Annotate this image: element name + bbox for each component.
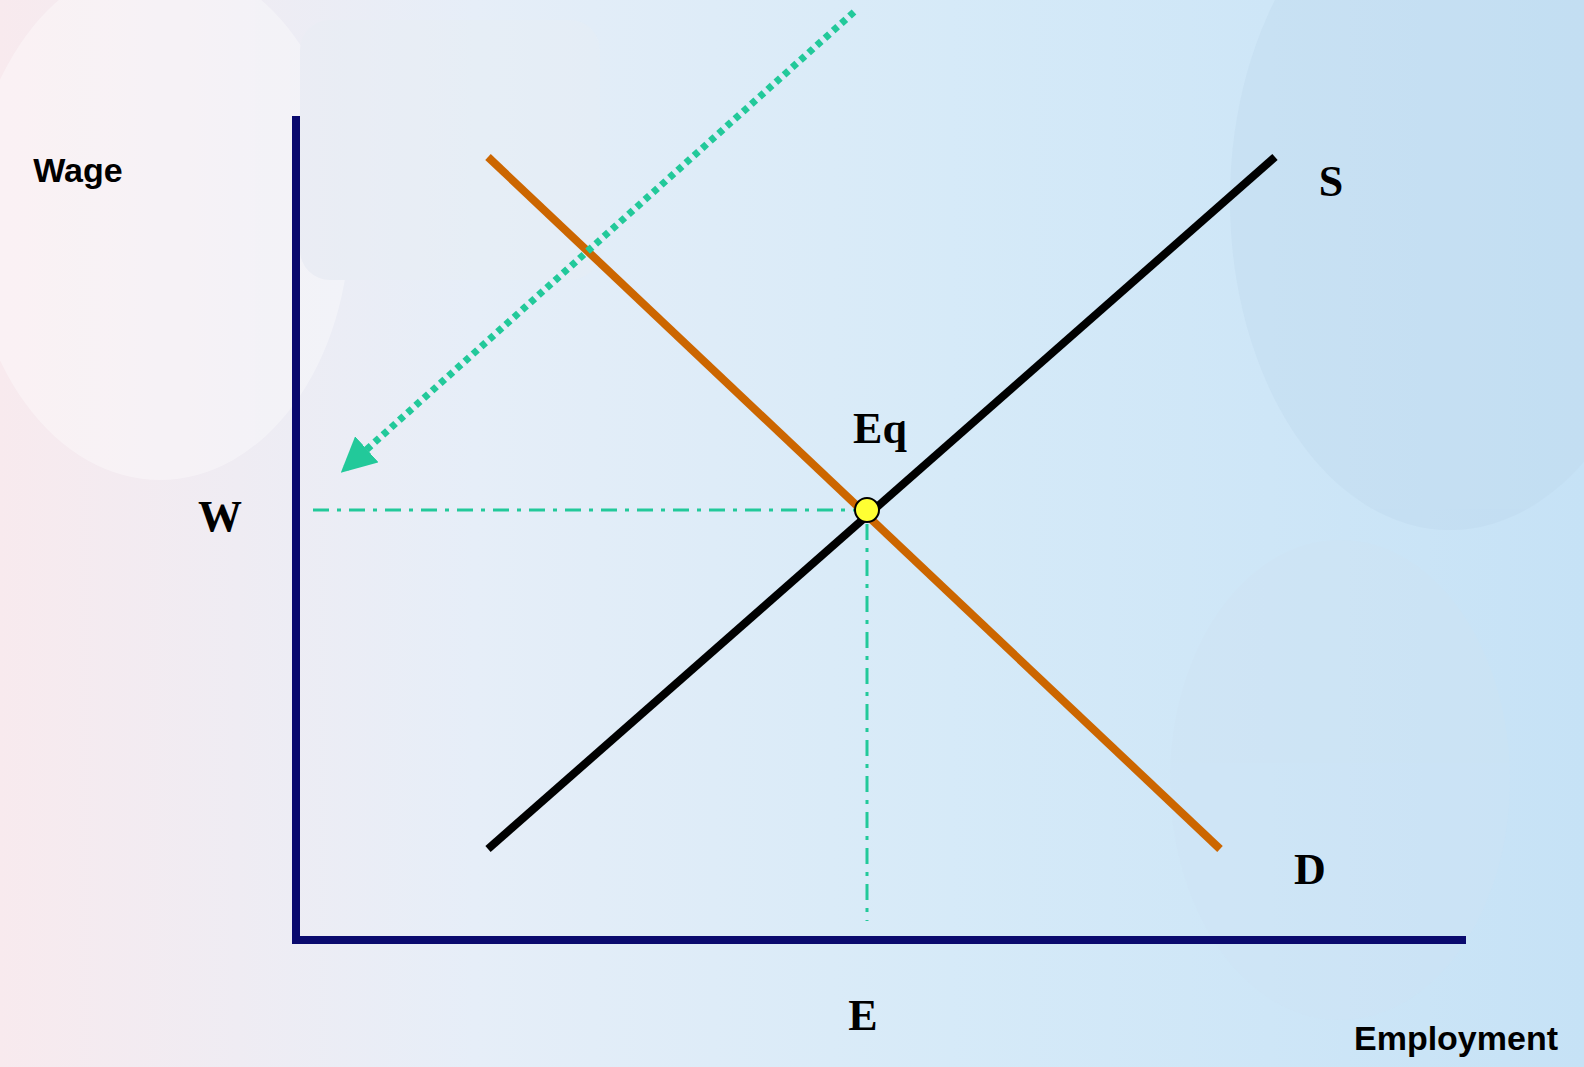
employment-guide (866, 524, 869, 921)
supply-curve (488, 157, 1275, 849)
x-axis (292, 936, 1466, 944)
background-photo (0, 0, 1584, 1020)
axis-label: Employment (1354, 1021, 1558, 1055)
curve-label: S (1319, 160, 1343, 204)
wage-guide (313, 509, 860, 512)
y-axis (292, 116, 300, 944)
tick-label: E (848, 994, 877, 1038)
point-label: Eq (853, 407, 907, 451)
tick-label: W (198, 495, 242, 539)
dotted-arrow (346, 12, 854, 468)
demand-curve (488, 157, 1220, 849)
axis-label: Wage (33, 153, 122, 187)
curve-label: D (1294, 848, 1326, 892)
equilibrium-point (855, 498, 879, 522)
